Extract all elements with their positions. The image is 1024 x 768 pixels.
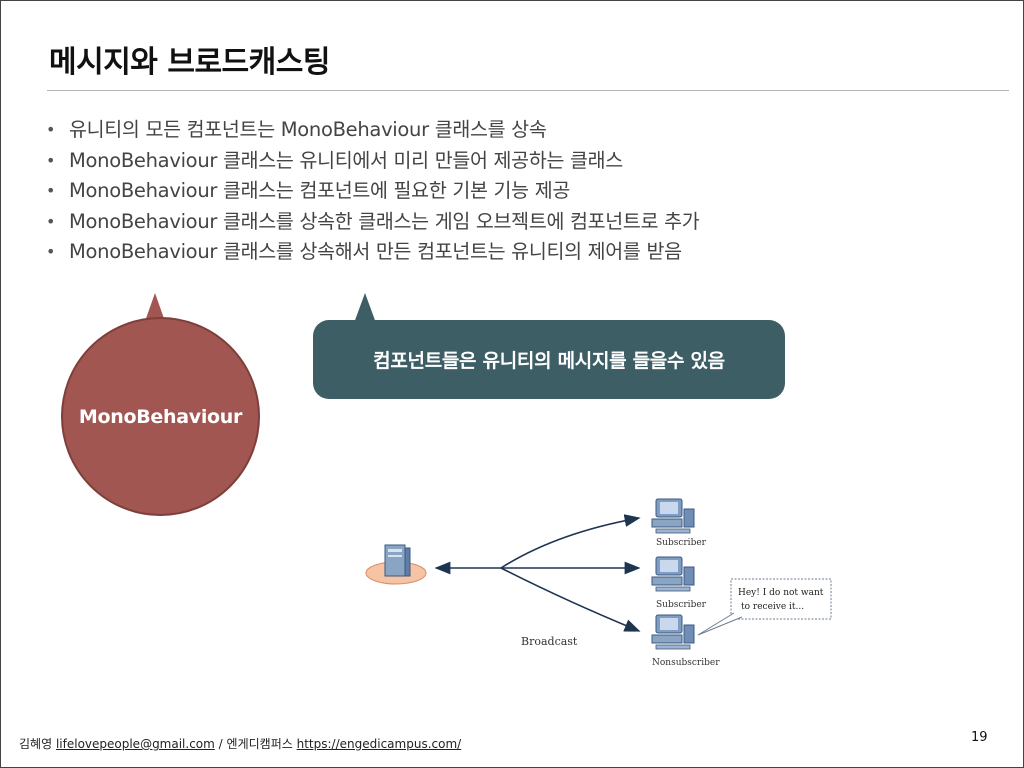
- slide-title: 메시지와 브로드캐스팅: [49, 45, 330, 80]
- server-icon: [365, 544, 427, 585]
- arrow-to-nonsubscriber: [500, 567, 641, 632]
- bullet-item: • 유니티의 모든 컴포넌트는 MonoBehaviour 클래스를 상속: [45, 115, 699, 146]
- bullet-marker: •: [46, 242, 56, 261]
- bullet-marker: •: [46, 120, 56, 139]
- bullet-text: MonoBehaviour 클래스는 유니티에서 미리 만들어 제공하는 클래스: [69, 148, 623, 172]
- bullet-text: 유니티의 모든 컴포넌트는 MonoBehaviour 클래스를 상속: [69, 118, 547, 141]
- bullet-marker: •: [46, 181, 56, 200]
- computer-icon: [651, 498, 695, 534]
- callout-box: 컴포넌트들은 유니티의 메시지를 들을수 있음: [313, 320, 785, 399]
- footer-email-link[interactable]: lifelovepeople@gmail.com: [55, 737, 215, 751]
- broadcast-label: Broadcast: [521, 635, 578, 648]
- footer-separator: /: [218, 737, 223, 751]
- footer: 김혜영 lifelovepeople@gmail.com / 엔게디캠퍼스 ht…: [19, 735, 461, 752]
- speech-text-line-2: to receive it...: [741, 602, 804, 612]
- footer-org: 엔게디캠퍼스: [226, 737, 293, 751]
- bullet-item: • MonoBehaviour 클래스는 컴포넌트에 필요한 기본 기능 제공: [45, 176, 699, 207]
- bullet-item: • MonoBehaviour 클래스를 상속한 클래스는 게임 오브젝트에 컴포…: [45, 207, 700, 238]
- bullet-item: • MonoBehaviour 클래스를 상속해서 만든 컴포넌트는 유니티의 제…: [45, 237, 699, 268]
- speech-text-line-1: Hey! I do not want: [738, 588, 824, 598]
- circle-label: MonoBehaviour: [78, 405, 243, 428]
- page-number: 19: [971, 730, 988, 745]
- bullet-text: MonoBehaviour 클래스는 컴포넌트에 필요한 기본 기능 제공: [69, 179, 571, 202]
- broadcast-diagram: Broadcast Subscriber Subscriber Non: [365, 498, 832, 668]
- monobehaviour-circle: MonoBehaviour: [61, 317, 260, 516]
- callout-text: 컴포넌트들은 유니티의 메시지를 들을수 있음: [373, 350, 725, 372]
- computer-icon: [651, 556, 695, 592]
- footer-author: 김혜영: [19, 737, 53, 751]
- bullet-list: • 유니티의 모든 컴포넌트는 MonoBehaviour 클래스를 상속 • Mo…: [45, 115, 700, 268]
- bullet-text: MonoBehaviour 클래스를 상속한 클래스는 게임 오브젝트에 컴포넌…: [69, 209, 700, 233]
- computer-icon: [651, 614, 695, 650]
- subscriber-label: Subscriber: [656, 538, 707, 548]
- speech-bubble: Hey! I do not want to receive it...: [697, 578, 832, 636]
- bullet-text: MonoBehaviour 클래스를 상속해서 만든 컴포넌트는 유니티의 제어…: [69, 240, 682, 263]
- footer-url-link[interactable]: https://engedicampus.com/: [296, 737, 462, 751]
- bullet-marker: •: [46, 150, 56, 170]
- arrow-to-subscriber-1: [500, 514, 641, 569]
- callout-pointer: [354, 293, 376, 323]
- title-divider: [47, 90, 1009, 91]
- nonsubscriber-label: Nonsubscriber: [652, 658, 720, 668]
- monobehaviour-bubble: MonoBehaviour: [61, 293, 261, 519]
- bullet-item: • MonoBehaviour 클래스는 유니티에서 미리 만들어 제공하는 클래…: [45, 146, 699, 177]
- bullet-marker: •: [46, 211, 56, 231]
- subscriber-label: Subscriber: [656, 600, 707, 610]
